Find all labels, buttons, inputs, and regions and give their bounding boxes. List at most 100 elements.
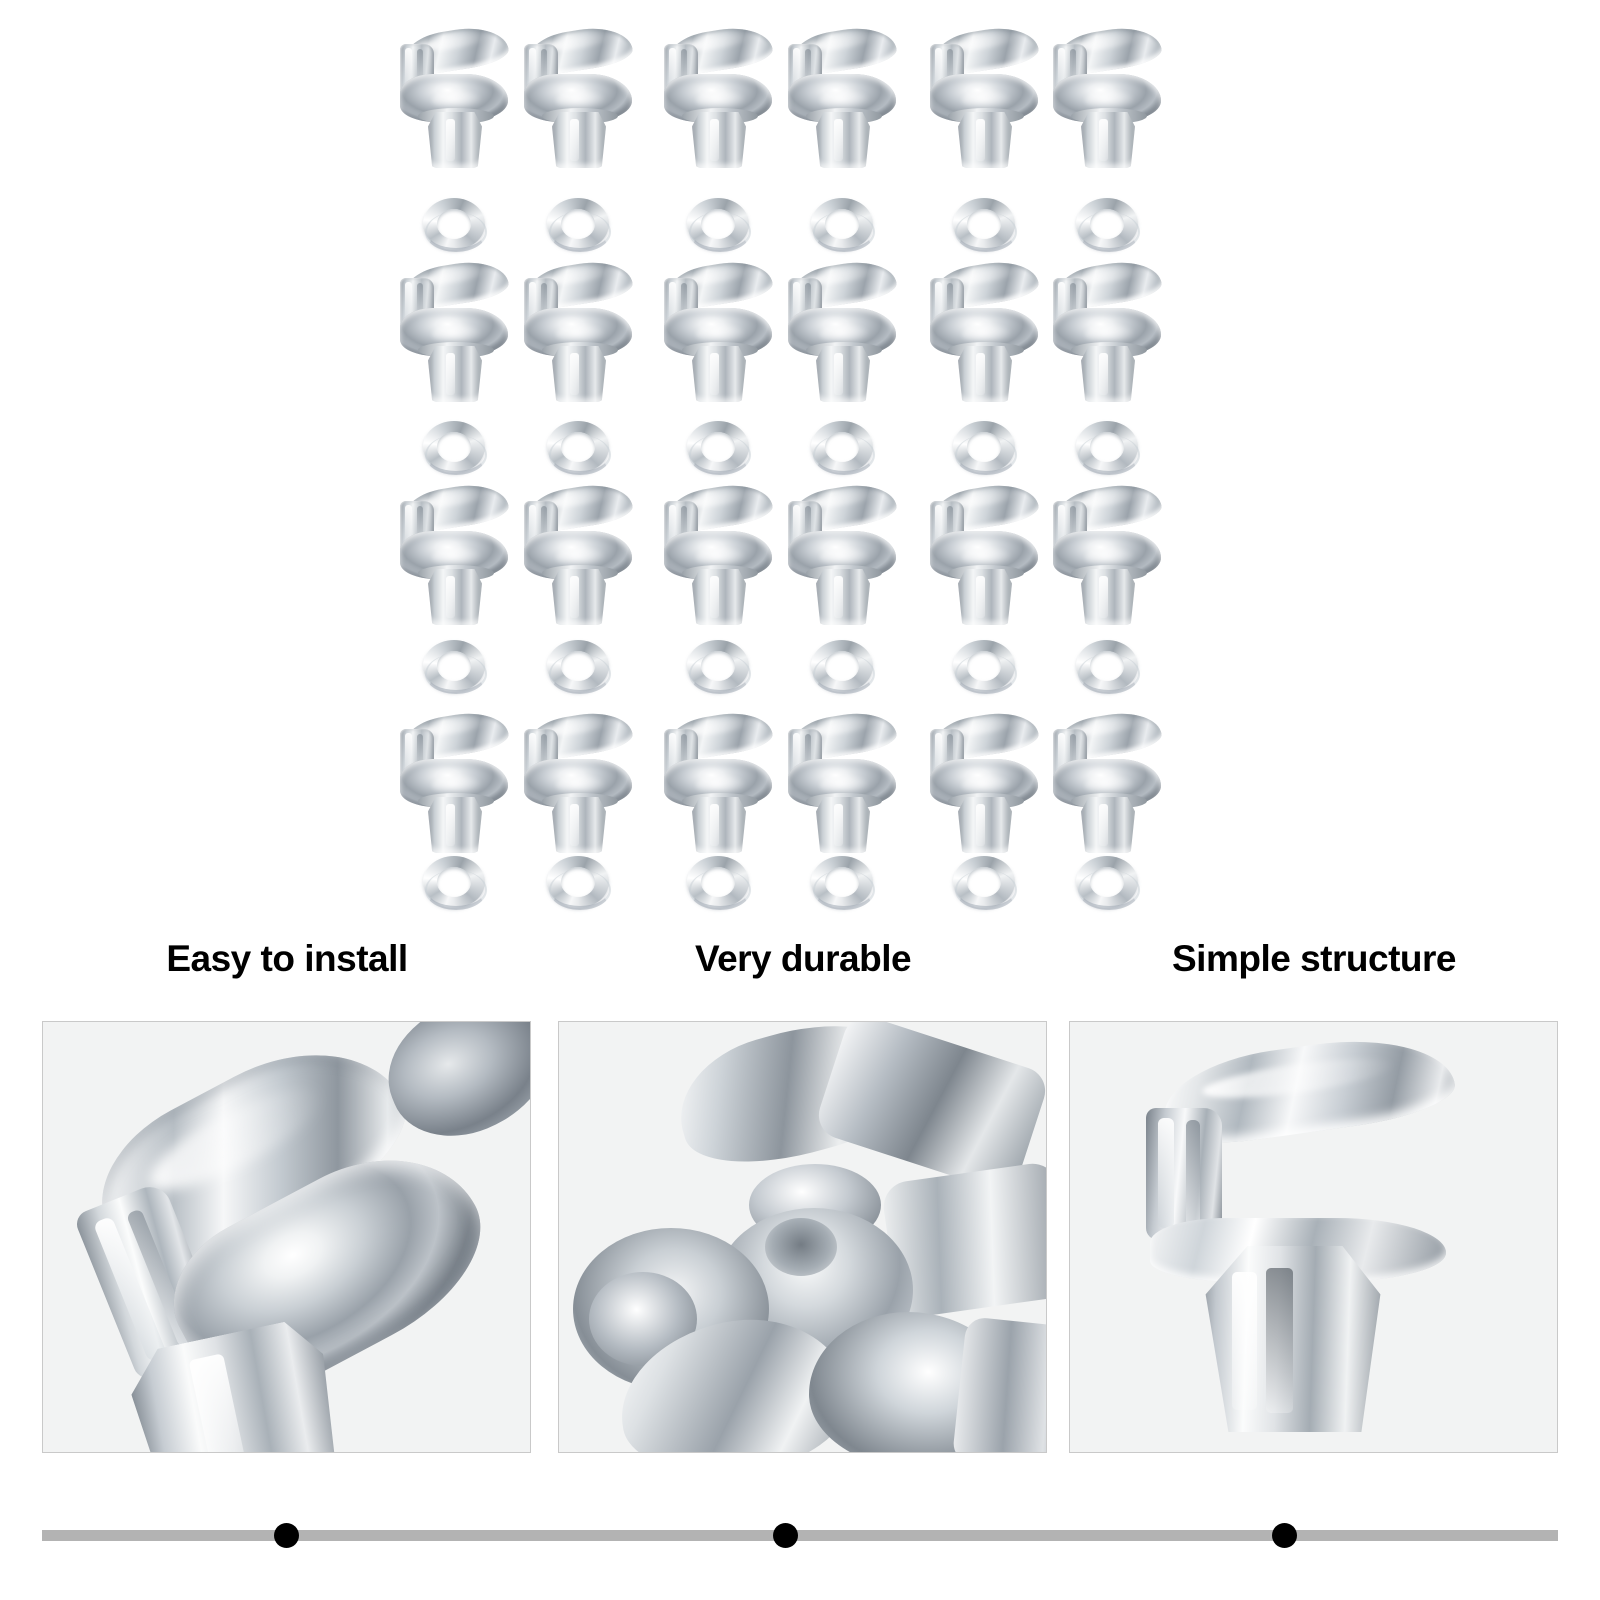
washer-ring-lip	[689, 654, 751, 694]
shelf-support-peg	[398, 256, 511, 402]
washer-ring-inner	[825, 432, 859, 462]
washer-ring-lip	[955, 435, 1017, 475]
peg-shank	[816, 346, 870, 402]
grid-cell	[423, 640, 487, 694]
peg-shank	[816, 569, 870, 625]
grid-cell	[1076, 640, 1140, 694]
washer-ring-lip	[425, 870, 487, 910]
shelf-support-peg	[522, 22, 635, 168]
timeline-dot-2[interactable]	[773, 1523, 798, 1548]
peg-shank	[552, 797, 606, 853]
grid-cell	[928, 22, 1041, 168]
peg-shank	[1081, 346, 1135, 402]
washer-ring-lip	[689, 212, 751, 252]
grid-cell	[547, 640, 611, 694]
grid-cell	[1051, 256, 1164, 402]
washer-ring	[953, 198, 1017, 252]
peg-shank	[1081, 112, 1135, 168]
shelf-support-peg	[928, 22, 1041, 168]
washer-ring	[423, 856, 487, 910]
grid-cell	[1051, 707, 1164, 853]
shelf-support-peg	[662, 707, 775, 853]
peg-shank	[552, 346, 606, 402]
grid-cell	[953, 640, 1017, 694]
peg-shank	[692, 112, 746, 168]
peg-shank	[958, 569, 1012, 625]
shelf-support-peg	[662, 479, 775, 625]
washer-ring	[547, 856, 611, 910]
washer-ring	[953, 856, 1017, 910]
shelf-support-peg	[786, 22, 899, 168]
peg-shank	[552, 112, 606, 168]
peg-pile-hole	[765, 1218, 837, 1276]
product-hero-grid	[0, 0, 1600, 920]
grid-cell	[423, 856, 487, 910]
washer-ring-lip	[425, 654, 487, 694]
washer-ring-inner	[701, 651, 735, 681]
washer-ring-lip	[689, 435, 751, 475]
washer-ring	[423, 198, 487, 252]
washer-ring-lip	[955, 870, 1017, 910]
shelf-support-peg	[786, 256, 899, 402]
shelf-support-peg	[398, 479, 511, 625]
shelf-support-peg	[1051, 707, 1164, 853]
washer-ring-inner	[437, 209, 471, 239]
feature-title-simple-structure: Simple structure	[1172, 938, 1456, 979]
washer-ring-inner	[825, 867, 859, 897]
washer-ring-lip	[689, 870, 751, 910]
grid-cell	[522, 256, 635, 402]
grid-cell	[398, 707, 511, 853]
peg-shank	[958, 346, 1012, 402]
grid-cell	[1076, 198, 1140, 252]
grid-cell	[811, 421, 875, 475]
grid-cell	[522, 707, 635, 853]
peg-shank	[552, 569, 606, 625]
grid-cell	[953, 856, 1017, 910]
washer-ring	[811, 421, 875, 475]
peg-shank	[958, 112, 1012, 168]
shelf-support-peg	[1051, 22, 1164, 168]
shelf-support-peg	[522, 707, 635, 853]
washer-ring-lip	[549, 435, 611, 475]
washer-ring	[1076, 198, 1140, 252]
peg-shank	[428, 569, 482, 625]
peg-shank	[692, 346, 746, 402]
peg-shank	[1081, 797, 1135, 853]
timeline-dot-1[interactable]	[274, 1523, 299, 1548]
washer-ring	[1076, 640, 1140, 694]
washer-ring-inner	[1090, 209, 1124, 239]
washer-ring-inner	[561, 209, 595, 239]
peg-pile-item	[951, 1316, 1046, 1452]
peg-shank	[958, 797, 1012, 853]
feature-photo-easy-to-install	[42, 1021, 531, 1453]
grid-cell	[811, 856, 875, 910]
washer-ring-inner	[437, 651, 471, 681]
washer-ring	[423, 640, 487, 694]
washer-ring-lip	[955, 212, 1017, 252]
washer-ring	[811, 198, 875, 252]
washer-ring-inner	[561, 867, 595, 897]
timeline-dot-3[interactable]	[1272, 1523, 1297, 1548]
washer-ring-inner	[967, 432, 1001, 462]
grid-cell	[1076, 856, 1140, 910]
grid-cell	[398, 256, 511, 402]
shelf-support-peg	[522, 479, 635, 625]
washer-ring	[687, 198, 751, 252]
peg-shank	[692, 797, 746, 853]
peg-shank	[1081, 569, 1135, 625]
grid-cell	[547, 856, 611, 910]
washer-ring-lip	[425, 435, 487, 475]
peg-shank	[428, 797, 482, 853]
washer-ring-inner	[1090, 867, 1124, 897]
washer-ring	[811, 856, 875, 910]
washer-ring-inner	[967, 867, 1001, 897]
shelf-support-peg	[662, 22, 775, 168]
shelf-support-peg	[786, 479, 899, 625]
grid-cell	[522, 22, 635, 168]
grid-cell	[687, 856, 751, 910]
washer-ring	[547, 198, 611, 252]
washer-ring	[953, 421, 1017, 475]
grid-cell	[687, 640, 751, 694]
grid-cell	[522, 479, 635, 625]
washer-ring-inner	[825, 651, 859, 681]
